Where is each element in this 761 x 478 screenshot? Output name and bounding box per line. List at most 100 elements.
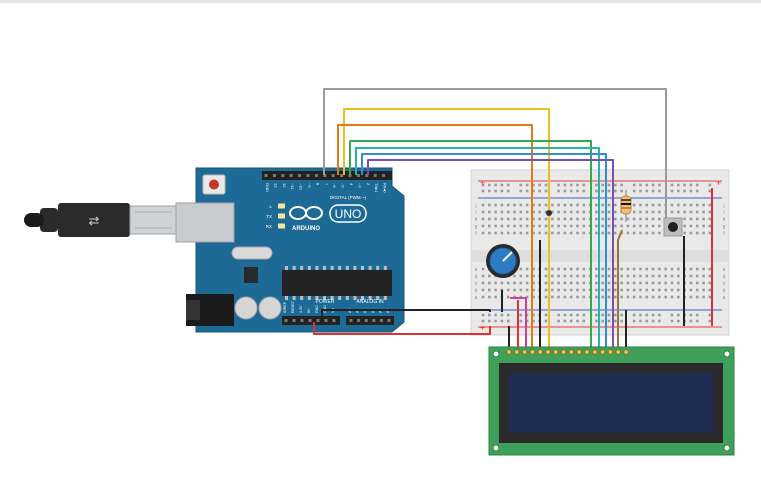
breadboard-hole[interactable] — [677, 203, 680, 207]
breadboard-hole[interactable] — [576, 274, 579, 278]
breadboard-hole[interactable] — [702, 295, 705, 299]
breadboard-hole[interactable] — [551, 295, 554, 299]
breadboard-hole[interactable] — [532, 210, 535, 214]
breadboard-hole[interactable] — [513, 203, 516, 207]
breadboard-hole[interactable] — [670, 288, 674, 292]
breadboard-hole[interactable] — [645, 313, 649, 317]
power-pin-hole[interactable] — [308, 319, 312, 322]
breadboard-hole[interactable] — [695, 189, 699, 193]
breadboard-hole[interactable] — [569, 274, 573, 278]
breadboard-hole[interactable] — [595, 288, 598, 292]
breadboard-hole[interactable] — [626, 231, 630, 235]
breadboard-hole[interactable] — [519, 319, 523, 323]
breadboard-hole[interactable] — [683, 231, 686, 235]
breadboard-hole[interactable] — [481, 231, 485, 235]
breadboard-hole[interactable] — [538, 203, 541, 207]
breadboard-hole[interactable] — [695, 274, 699, 278]
breadboard-hole[interactable] — [639, 295, 642, 299]
wire-black-gnd[interactable] — [321, 309, 491, 322]
breadboard-hole[interactable] — [683, 189, 686, 193]
breadboard-hole[interactable] — [494, 313, 497, 317]
breadboard-hole[interactable] — [538, 189, 541, 193]
breadboard-hole[interactable] — [607, 189, 611, 193]
breadboard-hole[interactable] — [488, 288, 491, 292]
breadboard-hole[interactable] — [689, 217, 693, 221]
wire-gray[interactable] — [323, 88, 667, 225]
breadboard-hole[interactable] — [689, 231, 693, 235]
digital-pin-hole[interactable] — [298, 174, 302, 177]
breadboard-hole[interactable] — [481, 203, 485, 207]
breadboard-hole[interactable] — [506, 224, 510, 228]
breadboard-hole[interactable] — [506, 203, 510, 207]
lcd-pin[interactable] — [545, 349, 551, 355]
breadboard-hole[interactable] — [488, 231, 491, 235]
breadboard-hole[interactable] — [689, 319, 693, 323]
breadboard-hole[interactable] — [626, 281, 630, 285]
breadboard-hole[interactable] — [689, 210, 693, 214]
breadboard-hole[interactable] — [544, 189, 548, 193]
breadboard-hole[interactable] — [557, 210, 560, 214]
breadboard-hole[interactable] — [525, 231, 529, 235]
breadboard-hole[interactable] — [601, 274, 604, 278]
breadboard-hole[interactable] — [607, 319, 611, 323]
breadboard-hole[interactable] — [651, 217, 655, 221]
breadboard-hole[interactable] — [582, 203, 586, 207]
breadboard-hole[interactable] — [639, 189, 642, 193]
breadboard-hole[interactable] — [702, 217, 705, 221]
breadboard-hole[interactable] — [481, 183, 485, 187]
breadboard-hole[interactable] — [670, 295, 674, 299]
breadboard-hole[interactable] — [695, 319, 699, 323]
breadboard-hole[interactable] — [595, 274, 598, 278]
breadboard-hole[interactable] — [695, 231, 699, 235]
breadboard-hole[interactable] — [544, 183, 548, 187]
breadboard-hole[interactable] — [494, 288, 497, 292]
breadboard-hole[interactable] — [658, 189, 661, 193]
breadboard-hole[interactable] — [601, 295, 604, 299]
breadboard-hole[interactable] — [488, 189, 491, 193]
breadboard-hole[interactable] — [607, 313, 611, 317]
breadboard-hole[interactable] — [569, 217, 573, 221]
breadboard-hole[interactable] — [639, 217, 642, 221]
breadboard-hole[interactable] — [607, 224, 611, 228]
digital-pin-hole[interactable] — [281, 174, 285, 177]
breadboard-hole[interactable] — [620, 313, 623, 317]
breadboard-hole[interactable] — [607, 274, 611, 278]
breadboard-hole[interactable] — [626, 288, 630, 292]
breadboard-hole[interactable] — [645, 267, 649, 271]
breadboard-hole[interactable] — [595, 281, 598, 285]
breadboard-hole[interactable] — [544, 288, 548, 292]
breadboard-hole[interactable] — [601, 183, 604, 187]
breadboard-hole[interactable] — [677, 267, 680, 271]
breadboard-hole[interactable] — [582, 274, 586, 278]
breadboard-hole[interactable] — [544, 210, 548, 214]
breadboard-hole[interactable] — [582, 217, 586, 221]
breadboard-hole[interactable] — [708, 210, 712, 214]
breadboard-hole[interactable] — [708, 203, 712, 207]
breadboard-hole[interactable] — [494, 203, 497, 207]
breadboard-hole[interactable] — [519, 210, 523, 214]
lcd-pin[interactable] — [576, 349, 583, 355]
breadboard-hole[interactable] — [632, 224, 636, 228]
breadboard-hole[interactable] — [513, 288, 516, 292]
breadboard-hole[interactable] — [632, 183, 636, 187]
breadboard-hole[interactable] — [513, 224, 516, 228]
breadboard-hole[interactable] — [702, 288, 705, 292]
breadboard-hole[interactable] — [708, 274, 712, 278]
breadboard-hole[interactable] — [632, 274, 636, 278]
breadboard-hole[interactable] — [532, 274, 535, 278]
analog-pin-hole[interactable] — [349, 319, 353, 322]
breadboard-hole[interactable] — [595, 267, 598, 271]
breadboard-hole[interactable] — [670, 274, 674, 278]
breadboard-hole[interactable] — [595, 295, 598, 299]
breadboard-hole[interactable] — [664, 288, 667, 292]
breadboard-hole[interactable] — [632, 189, 636, 193]
breadboard-hole[interactable] — [544, 313, 548, 317]
breadboard-hole[interactable] — [664, 295, 667, 299]
breadboard-hole[interactable] — [481, 189, 485, 193]
breadboard-hole[interactable] — [576, 189, 579, 193]
breadboard-hole[interactable] — [532, 189, 535, 193]
breadboard-hole[interactable] — [683, 210, 686, 214]
breadboard-hole[interactable] — [500, 189, 504, 193]
breadboard-hole[interactable] — [551, 281, 554, 285]
